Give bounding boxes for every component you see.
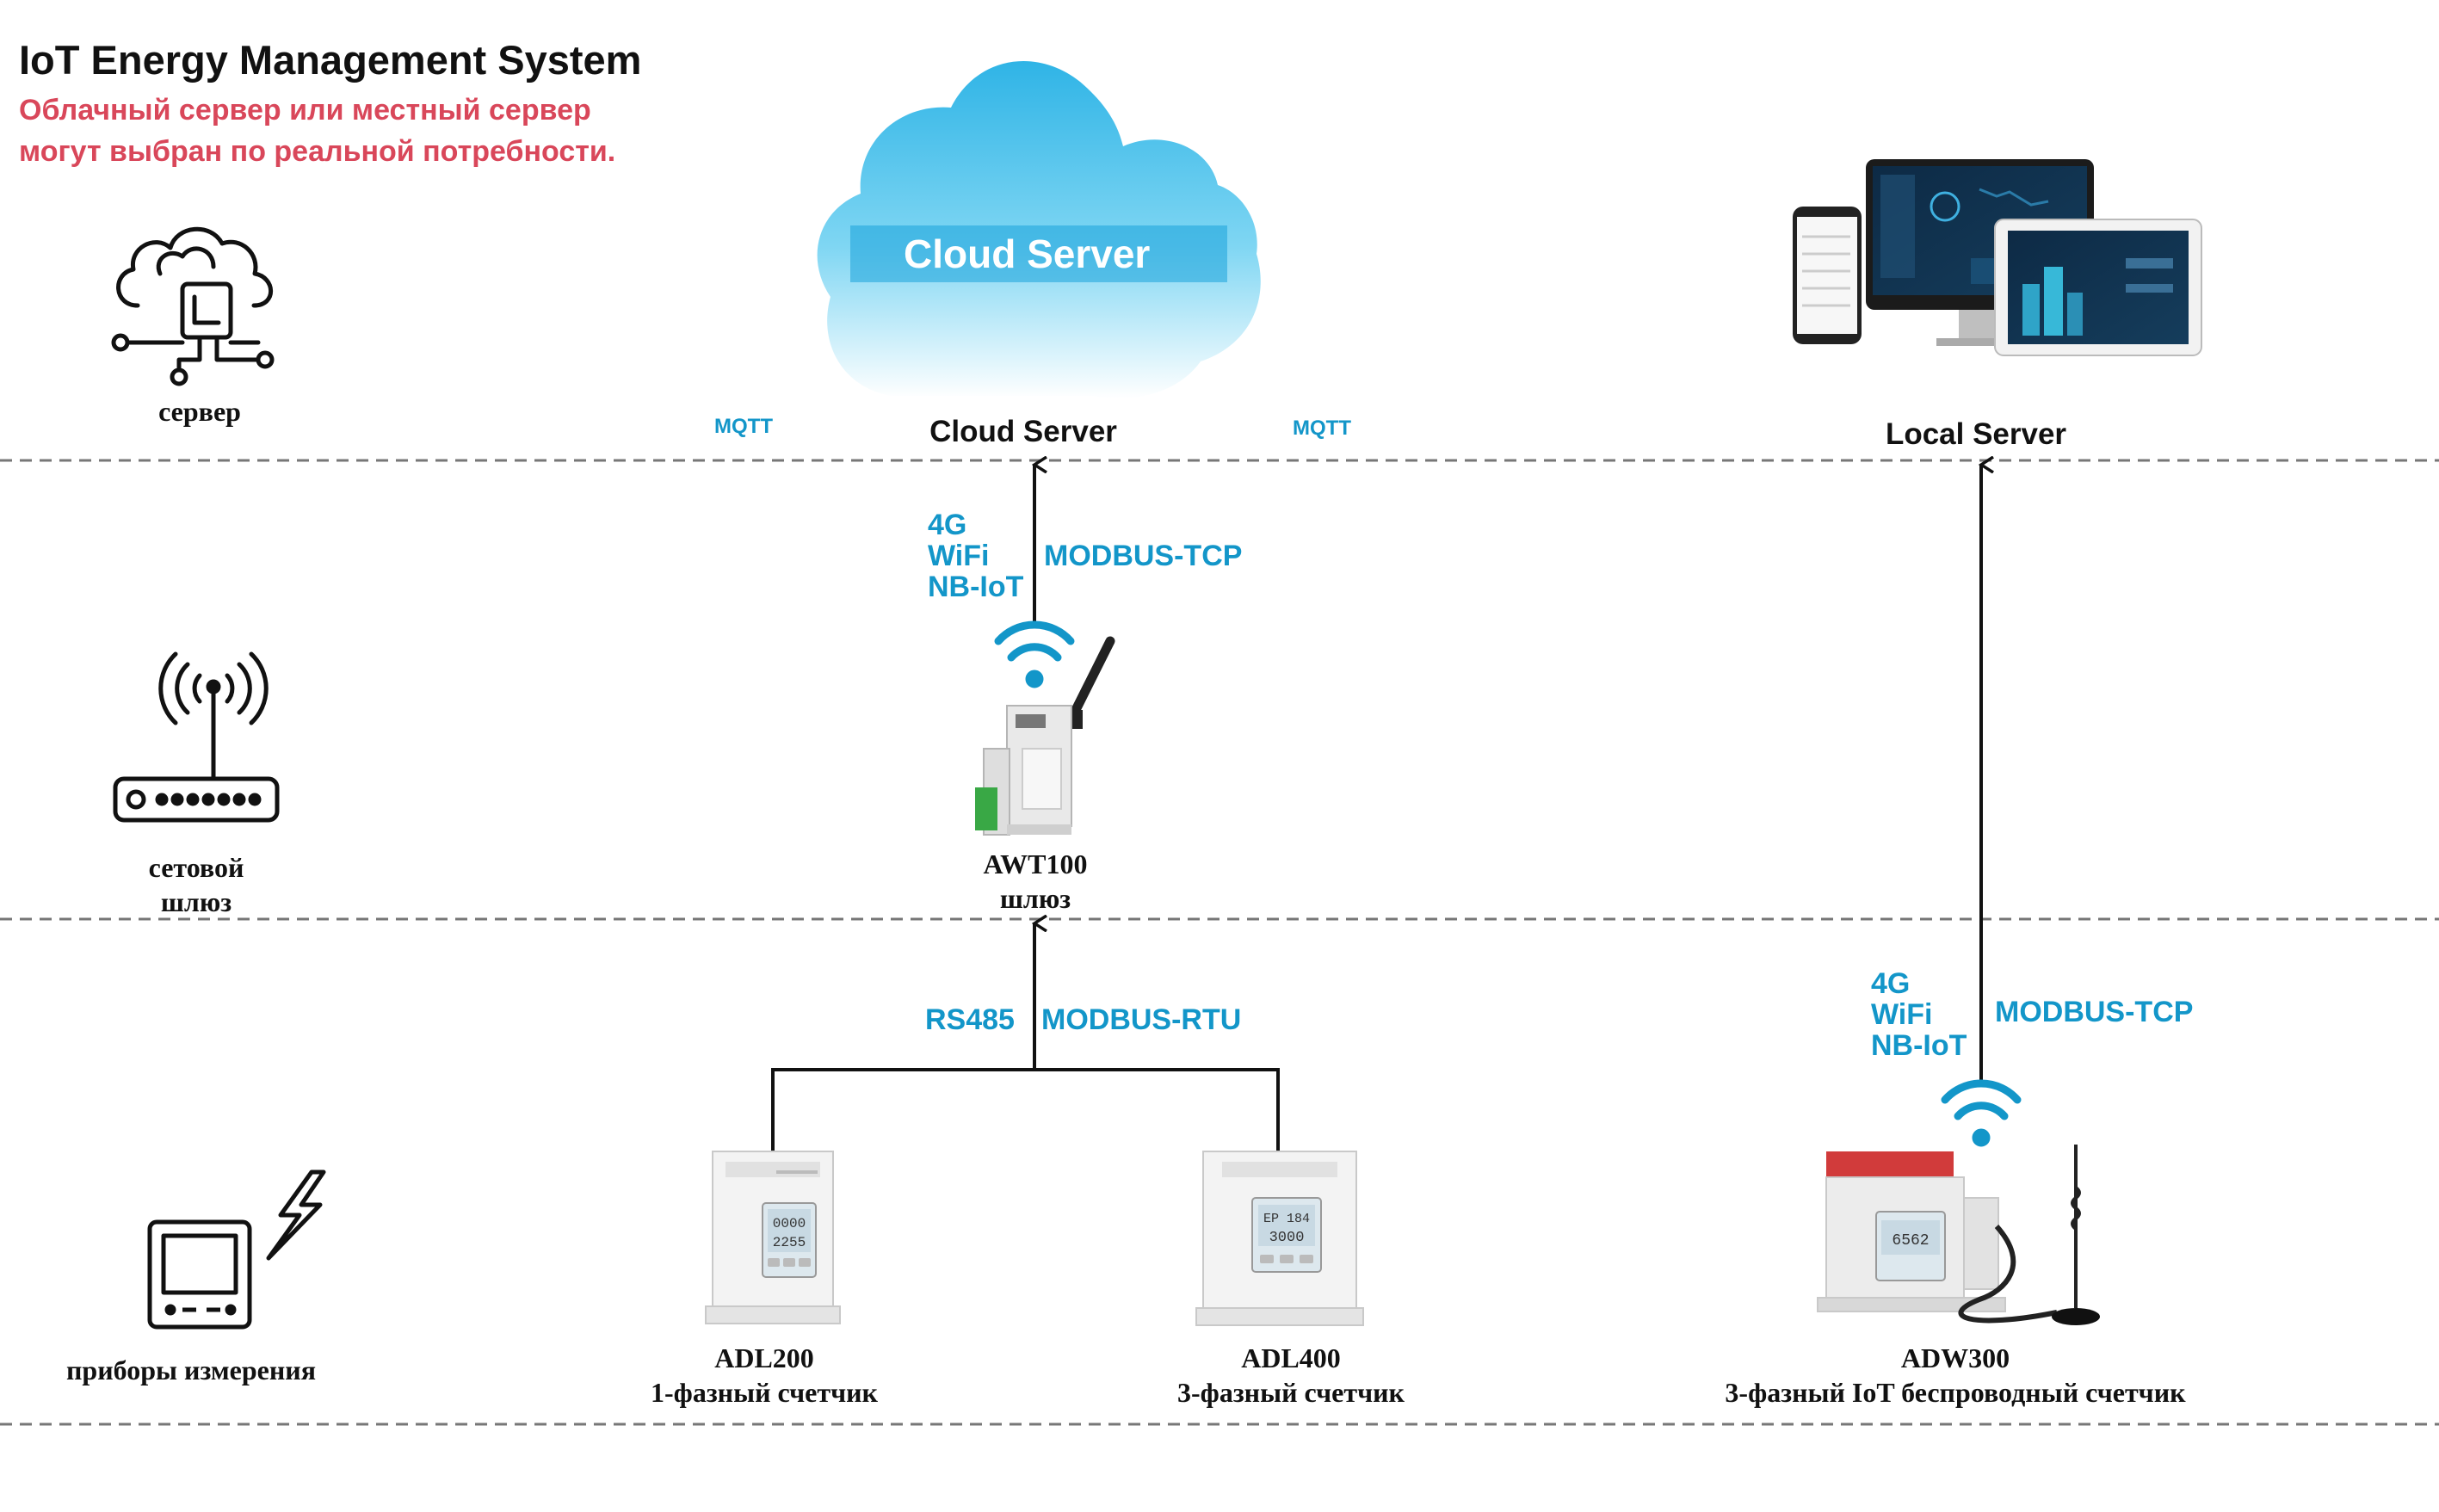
adl400-label: ADL400 3-фазный счетчик xyxy=(1119,1341,1463,1410)
gateway-wireless-wifi: WiFi xyxy=(928,540,990,572)
page-title: IoT Energy Management System xyxy=(19,37,642,83)
tier-label-gateway: сетовой шлюз xyxy=(110,850,282,919)
meter-bus-label: RS485 xyxy=(925,1003,1015,1036)
gateway-model: AWT100 xyxy=(983,849,1088,879)
adl400-type: 3-фазный счетчик xyxy=(1177,1377,1405,1408)
connectors xyxy=(771,465,1981,1151)
adl200-model: ADL200 xyxy=(714,1342,814,1373)
adl400-meter-graphic: EP 184 3000 xyxy=(1195,1151,1364,1326)
subtitle-line-1: Облачный сервер или местный сервер xyxy=(19,94,591,127)
adw300-meter-graphic: 6562 xyxy=(1817,1145,2100,1325)
tier-label-server: сервер xyxy=(158,396,241,427)
adw-protocol-label: MODBUS-TCP xyxy=(1995,996,2194,1028)
gateway-device-label: AWT100 шлюз xyxy=(906,847,1164,916)
adl200-display-line-2: 2255 xyxy=(773,1235,806,1250)
gateway-device-graphic xyxy=(975,636,1115,836)
adw-wireless-nbiot: NB-IoT xyxy=(1871,1029,1967,1062)
adl400-display-line-1: EP 184 xyxy=(1263,1212,1310,1226)
adw300-label: ADW300 3-фазный IoT беспроводный счетчик xyxy=(1611,1341,2300,1410)
gateway-wireless-4g: 4G xyxy=(928,509,967,541)
tier-label-gateway-line-2: шлюз xyxy=(160,886,232,917)
adl200-meter-graphic: 0000 2255 xyxy=(705,1151,841,1324)
gateway-protocol-label: MODBUS-TCP xyxy=(1044,540,1243,572)
meter-bus xyxy=(771,1068,1280,1151)
adl400-model: ADL400 xyxy=(1241,1342,1341,1373)
router-icon xyxy=(113,651,280,823)
mqtt-label-left: MQTT xyxy=(714,415,773,438)
adw300-display: 6562 xyxy=(1892,1232,1929,1250)
cloud-server-graphic xyxy=(817,61,1261,399)
wifi-icon xyxy=(1941,1079,2022,1147)
meter-lightning-icon xyxy=(147,1169,326,1330)
cloud-server-icon xyxy=(111,226,275,386)
adw-wireless-wifi: WiFi xyxy=(1871,998,1933,1031)
adw-wireless-4g: 4G xyxy=(1871,967,1911,1000)
wifi-icon xyxy=(994,620,1075,688)
local-server-label: Local Server xyxy=(1885,417,2067,451)
subtitle: Облачный сервер или местный сервер могут… xyxy=(19,89,615,172)
meter-protocol-label: MODBUS-RTU xyxy=(1041,1003,1242,1036)
gateway-wireless-options: 4G WiFi NB-IoT xyxy=(928,509,1023,602)
devices-mockup xyxy=(1793,159,2202,356)
cloud-banner-label: Cloud Server xyxy=(904,231,1151,276)
adl200-label: ADL200 1-фазный счетчик xyxy=(592,1341,936,1410)
mqtt-label-right: MQTT xyxy=(1293,417,1351,440)
gateway-type: шлюз xyxy=(999,883,1071,914)
gateway-wireless-nbiot: NB-IoT xyxy=(928,571,1024,603)
cloud-server-label: Cloud Server xyxy=(929,415,1117,448)
adl200-type: 1-фазный счетчик xyxy=(651,1377,878,1408)
tier-separators xyxy=(0,459,2439,1426)
adw-wireless-options: 4G WiFi NB-IoT xyxy=(1871,968,1967,1061)
tier-label-meters: приборы измерения xyxy=(65,1355,317,1385)
adl400-display-line-2: 3000 xyxy=(1269,1230,1305,1246)
subtitle-line-2: могут выбран по реальной потребности. xyxy=(19,135,616,168)
adw300-model: ADW300 xyxy=(1900,1342,2010,1373)
tier-label-gateway-line-1: сетовой xyxy=(148,852,244,883)
adw300-type: 3-фазный IoT беспроводный счетчик xyxy=(1725,1377,2186,1408)
adl200-display-line-1: 0000 xyxy=(773,1216,806,1231)
